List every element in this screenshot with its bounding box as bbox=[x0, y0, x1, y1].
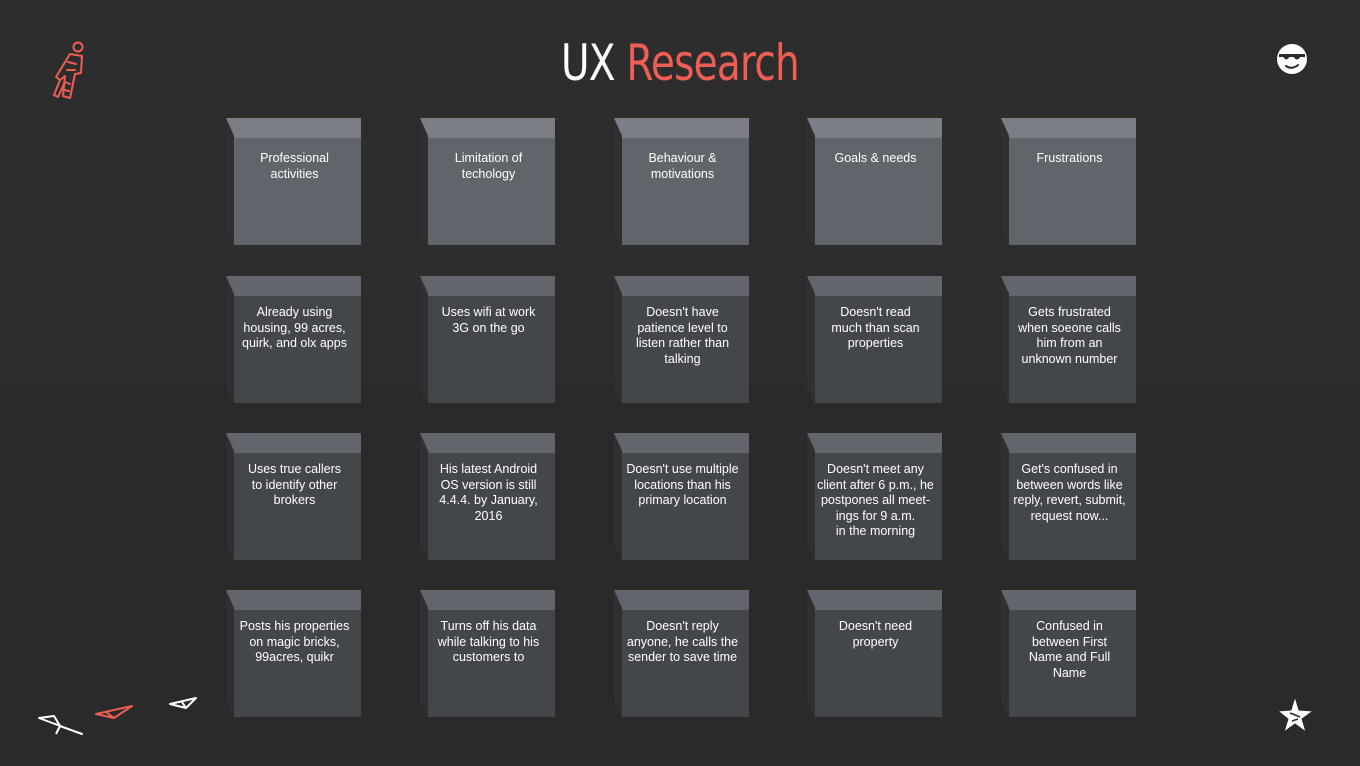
card-text: Doesn't meet any client after 6 p.m., he… bbox=[817, 462, 934, 539]
card-text: Frustrations bbox=[1036, 151, 1103, 165]
card-text: Uses true callers to identify other brok… bbox=[247, 462, 342, 508]
header-card-goals-needs: Goals & needs bbox=[807, 118, 942, 245]
note-card: Already using housing, 99 acres, quirk, … bbox=[226, 276, 361, 403]
note-card: Get's confused in between words like rep… bbox=[1001, 433, 1136, 560]
header-card-limitation-of-technology: Limitation of techology bbox=[420, 118, 555, 245]
card-text: Doesn't use multiple locations than his … bbox=[626, 462, 739, 508]
card-text: Behaviour & motivations bbox=[648, 151, 717, 181]
card-text: Limitation of techology bbox=[454, 151, 523, 181]
note-card: Doesn't read much than scan properties bbox=[807, 276, 942, 403]
note-card: His latest Android OS version is still 4… bbox=[420, 433, 555, 560]
note-card: Doesn't have patience level to listen ra… bbox=[614, 276, 749, 403]
title-word-ux: UX bbox=[561, 34, 615, 92]
card-text: Gets frustrated when soeone calls him fr… bbox=[1018, 305, 1121, 366]
card-text: Turns off his data while talking to his … bbox=[437, 619, 540, 665]
star-icon bbox=[1276, 695, 1315, 734]
card-text: Uses wifi at work 3G on the go bbox=[441, 305, 536, 335]
card-text: Doesn't need property bbox=[838, 619, 913, 649]
card-text: His latest Android OS version is still 4… bbox=[439, 462, 538, 523]
card-text: Confused in between First Name and Full … bbox=[1028, 619, 1111, 680]
card-text: Goals & needs bbox=[834, 151, 917, 165]
note-card: Confused in between First Name and Full … bbox=[1001, 590, 1136, 717]
card-text: Already using housing, 99 acres, quirk, … bbox=[242, 305, 347, 351]
note-card: Uses wifi at work 3G on the go bbox=[420, 276, 555, 403]
note-card: Uses true callers to identify other brok… bbox=[226, 433, 361, 560]
card-text: Get's confused in between words like rep… bbox=[1013, 462, 1126, 523]
card-text: Doesn't have patience level to listen ra… bbox=[635, 305, 730, 366]
card-text: Doesn't read much than scan properties bbox=[831, 305, 920, 351]
header-card-frustrations: Frustrations bbox=[1001, 118, 1136, 245]
sunglasses-face-icon bbox=[1277, 44, 1307, 74]
card-text: Professional activities bbox=[260, 151, 329, 181]
note-card: Doesn't reply anyone, he calls the sende… bbox=[614, 590, 749, 717]
note-card: Posts his properties on magic bricks, 99… bbox=[226, 590, 361, 717]
title-word-research: Research bbox=[626, 34, 799, 92]
note-card: Turns off his data while talking to his … bbox=[420, 590, 555, 717]
note-card: Doesn't need property bbox=[807, 590, 942, 717]
note-card: Doesn't use multiple locations than his … bbox=[614, 433, 749, 560]
header-card-behaviour-motivations: Behaviour & motivations bbox=[614, 118, 749, 245]
page-title: UX Research bbox=[150, 30, 1211, 96]
note-card: Gets frustrated when soeone calls him fr… bbox=[1001, 276, 1136, 403]
card-text: Posts his properties on magic bricks, 99… bbox=[239, 619, 350, 665]
paper-planes-icon bbox=[38, 697, 197, 735]
note-card: Doesn't meet any client after 6 p.m., he… bbox=[807, 433, 942, 560]
person-icon bbox=[53, 41, 84, 99]
card-text: Doesn't reply anyone, he calls the sende… bbox=[626, 619, 739, 665]
header-card-professional-activities: Professional activities bbox=[226, 118, 361, 245]
